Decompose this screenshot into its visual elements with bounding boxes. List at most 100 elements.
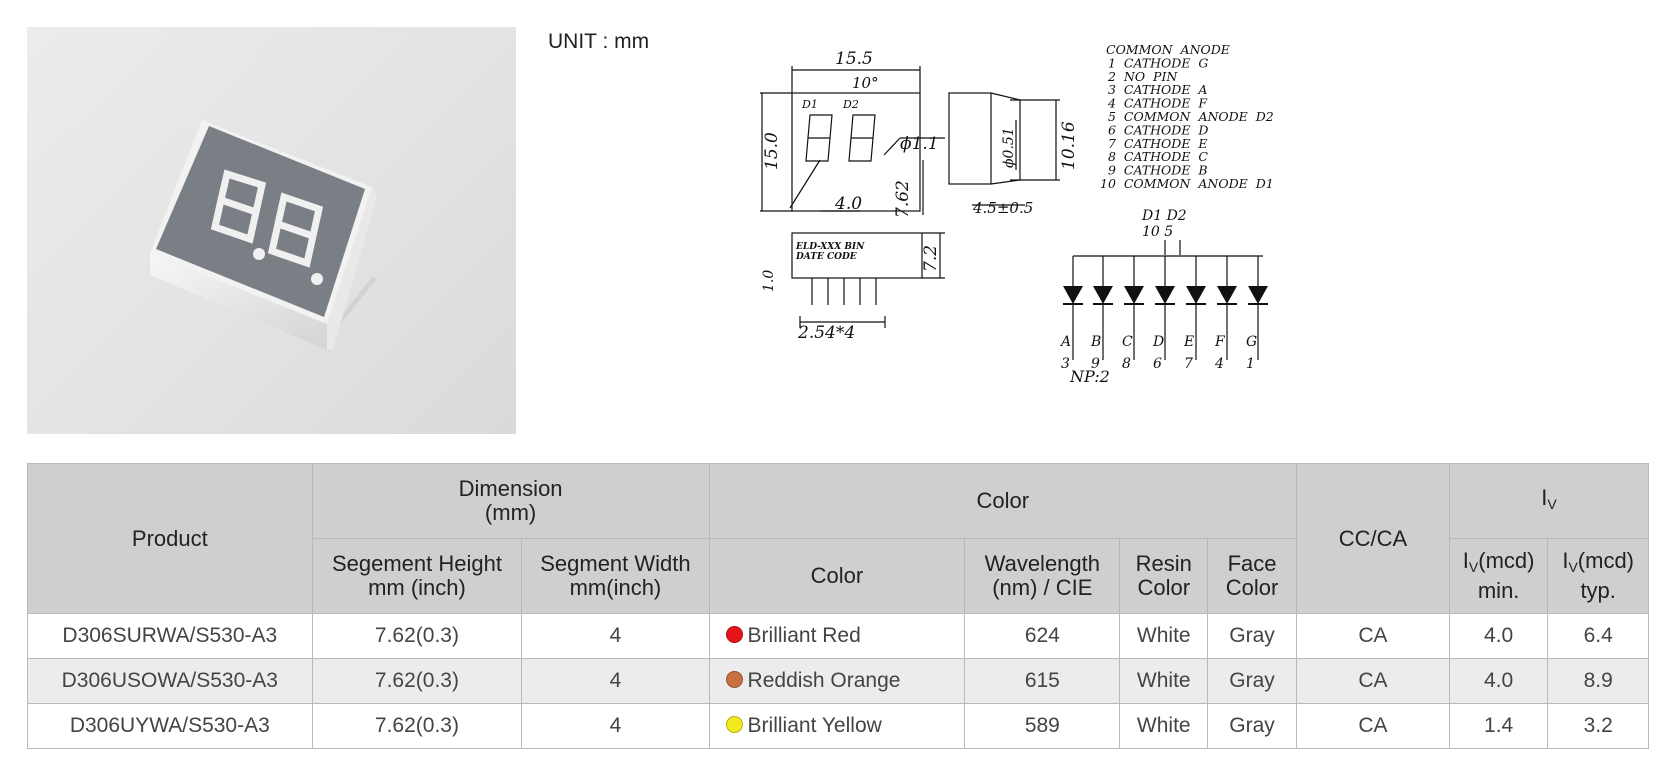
unit-label: UNIT : mm: [548, 30, 650, 53]
col-product: Product: [27, 463, 313, 614]
pin-list-item: 5 COMMON ANODE D2: [1108, 109, 1274, 124]
digit-segments-decor: [210, 169, 324, 268]
col-ccca: CC/CA: [1295, 463, 1450, 614]
cell-face: Gray: [1207, 658, 1297, 704]
pin-list-item: 6 CATHODE D: [1108, 122, 1208, 137]
dim-pin-pitch: 2.54*4: [797, 323, 855, 343]
pin-list-item: 3 CATHODE A: [1108, 82, 1207, 97]
col-iv-min: IV(mcd)min.: [1448, 538, 1549, 614]
product-photo: [27, 27, 516, 434]
cell-seg-width: 4: [521, 613, 710, 659]
segment-pin: 8: [1122, 356, 1131, 372]
dim-angle: 10°: [852, 74, 879, 92]
segment-letter: A: [1059, 334, 1071, 350]
dim-pin-dia: ϕ0.51: [1001, 127, 1017, 168]
color-dot-icon: [725, 671, 743, 688]
pin-list-item: 10 COMMON ANODE D1: [1100, 176, 1274, 191]
dimension-drawing: 15.5 10° 15.0 ϕ1.1 4.0 7.62 4.5±0.5 ϕ0.5…: [760, 42, 1274, 386]
label-line-2: DATE CODE: [795, 252, 857, 262]
segment-letter: C: [1122, 334, 1133, 350]
segment-letter: G: [1246, 334, 1257, 350]
cell-face: Gray: [1207, 703, 1297, 749]
cell-ccca: CA: [1295, 703, 1450, 749]
cell-wavelength: 615: [964, 658, 1121, 704]
dim-width: 15.5: [835, 49, 873, 69]
cell-resin: White: [1119, 703, 1209, 749]
cell-product: D306SURWA/S530-A3: [27, 613, 313, 659]
pin-list-item: 1 CATHODE G: [1108, 55, 1208, 70]
col-color-group: Color: [708, 463, 1297, 539]
col-dimension: Dimension(mm): [311, 463, 710, 539]
cell-color: Reddish Orange: [708, 658, 966, 704]
cell-wavelength: 624: [964, 613, 1121, 659]
pin-list-item: 4 CATHODE F: [1107, 96, 1208, 111]
segment-pins: 3 9 8 6 7 4 1: [1061, 356, 1255, 372]
label-line-1: ELD-XXX BIN: [795, 242, 865, 252]
segment-pin: 4: [1214, 356, 1224, 372]
cell-resin: White: [1119, 658, 1209, 704]
color-dot-icon: [725, 716, 743, 733]
dim-side-height: 10.16: [1059, 121, 1079, 170]
dim-body-height: 7.2: [921, 245, 941, 272]
circuit-digit-pins: 10 5: [1142, 224, 1173, 240]
cell-iv-typ: 3.2: [1547, 703, 1649, 749]
segment-pin: 1: [1246, 356, 1255, 372]
segment-pin: 6: [1153, 356, 1162, 372]
cell-color: Brilliant Yellow: [708, 703, 966, 749]
cell-product: D306UYWA/S530-A3: [27, 703, 313, 749]
segment-letter: B: [1090, 334, 1101, 350]
cell-seg-width: 4: [521, 703, 710, 749]
diode-symbols: [1063, 286, 1268, 305]
segment-letter: E: [1183, 334, 1194, 350]
pin-list-item: 9 CATHODE B: [1108, 163, 1208, 178]
color-dot-icon: [725, 626, 743, 643]
cell-iv-min: 4.0: [1448, 613, 1549, 659]
circuit-digit-labels: D1 D2: [1141, 208, 1187, 224]
cell-ccca: CA: [1295, 658, 1450, 704]
spec-table: Product Dimension(mm) Color CC/CA IV Seg…: [27, 463, 1650, 749]
col-color: Color: [708, 538, 966, 614]
pin-list-item: 2 NO PIN: [1107, 69, 1178, 84]
table-row: D306USOWA/S530-A3 7.62(0.3) 4 Reddish Or…: [27, 658, 1649, 704]
cell-iv-typ: 8.9: [1547, 658, 1649, 704]
segment-pin: 7: [1184, 356, 1193, 372]
cell-face: Gray: [1207, 613, 1297, 659]
table-row: D306SURWA/S530-A3 7.62(0.3) 4 Brilliant …: [27, 613, 1649, 659]
cell-seg-width: 4: [521, 658, 710, 704]
dim-side-depth: 4.5±0.5: [972, 199, 1033, 217]
table-row: D306UYWA/S530-A3 7.62(0.3) 4 Brilliant Y…: [27, 703, 1649, 749]
np-label: NP:2: [1069, 367, 1110, 386]
digit-1-label: D1: [801, 98, 818, 111]
pin-list-item: COMMON ANODE: [1106, 42, 1230, 57]
col-wavelength: Wavelength(nm) / CIE: [964, 538, 1121, 614]
cell-iv-typ: 6.4: [1547, 613, 1649, 659]
dim-seg-height: 7.62: [893, 180, 913, 218]
cell-seg-height: 7.62(0.3): [311, 613, 523, 659]
dim-height: 15.0: [762, 132, 782, 170]
cell-wavelength: 589: [964, 703, 1121, 749]
dim-pin-hole: ϕ1.1: [900, 134, 939, 154]
cell-iv-min: 1.4: [1448, 703, 1549, 749]
cell-seg-height: 7.62(0.3): [311, 703, 523, 749]
dim-seg-width: 4.0: [834, 194, 862, 214]
segment-letter: F: [1214, 334, 1226, 350]
pin-list-item: 7 CATHODE E: [1108, 136, 1208, 151]
pin-list-item: 8 CATHODE C: [1108, 149, 1208, 164]
cell-seg-height: 7.62(0.3): [311, 658, 523, 704]
segment-pin: 3: [1061, 356, 1070, 372]
segment-pin: 9: [1091, 356, 1100, 372]
cell-resin: White: [1119, 613, 1209, 659]
col-iv-typ: IV(mcd)typ.: [1547, 538, 1649, 614]
led-display-image: [150, 120, 377, 350]
cell-product: D306USOWA/S530-A3: [27, 658, 313, 704]
dim-pin-len: 1.0: [761, 270, 777, 292]
col-iv: IV: [1448, 463, 1650, 539]
cell-color: Brilliant Red: [708, 613, 966, 659]
cell-iv-min: 4.0: [1448, 658, 1549, 704]
